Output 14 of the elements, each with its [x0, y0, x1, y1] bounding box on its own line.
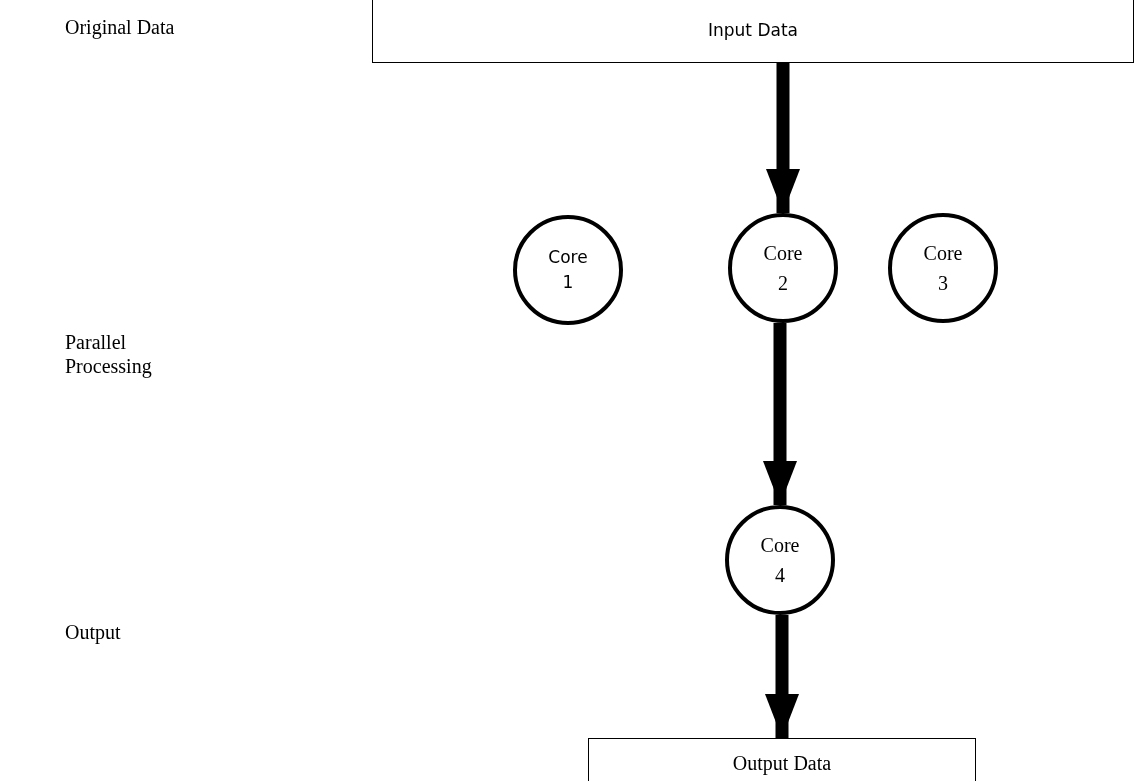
stage-label: Output [65, 620, 122, 644]
box-label: Input Data [708, 18, 798, 42]
stage-label: Original Data [65, 15, 176, 39]
core-label: Core 1 [547, 245, 589, 294]
down-arrow [763, 323, 797, 505]
stage-label: Parallel Processing [65, 330, 153, 378]
box-label: Output Data [732, 751, 832, 777]
core-label: Core 3 [922, 241, 964, 296]
core-label: Core 2 [762, 241, 804, 296]
core-label: Core 4 [759, 533, 801, 588]
data-box [588, 738, 976, 781]
down-arrow [766, 63, 800, 213]
data-box [372, 0, 1134, 63]
down-arrow [765, 615, 799, 738]
